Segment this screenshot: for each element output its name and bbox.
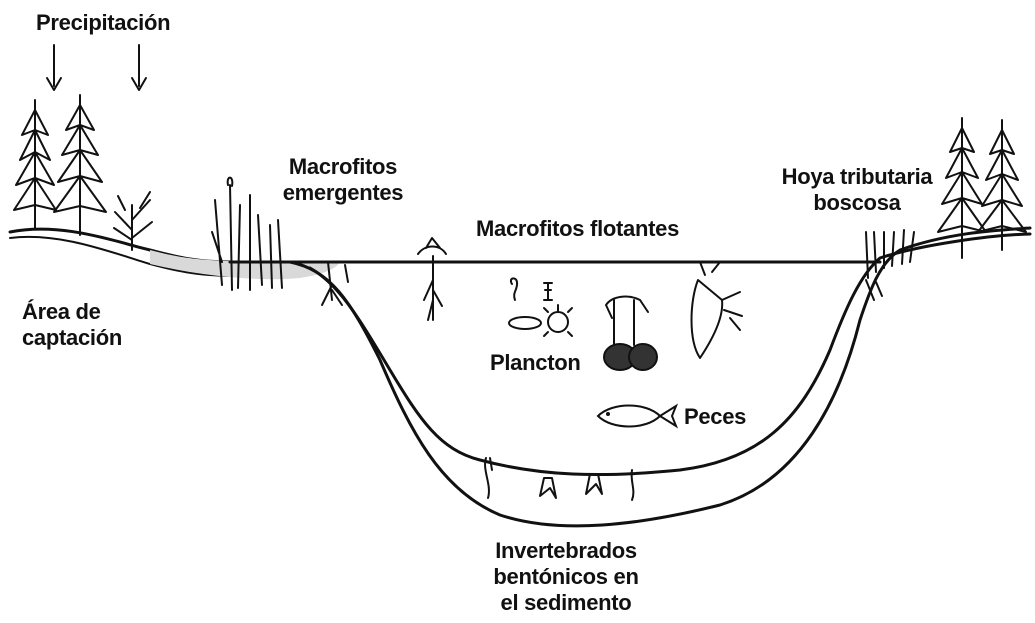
- emergent-label-line-1: Macrofitos: [288, 154, 398, 179]
- reed-icon: [211, 176, 283, 291]
- benthic-invertebrates-label: Invertebrados bentónicos en el sedimento: [466, 538, 666, 616]
- rain-arrow-icon: [46, 44, 62, 91]
- rain-arrow-icon: [131, 44, 147, 91]
- catchment-area-label: Área de captación: [22, 299, 122, 351]
- benthic-label-line-2: bentónicos en: [493, 564, 639, 589]
- precipitation-label: Precipitación: [36, 10, 171, 35]
- benthic-label-line-1: Invertebrados: [495, 538, 637, 563]
- emergent-macrophytes-label: Macrofitos emergentes: [268, 154, 418, 206]
- forested-catchment-label: Hoya tributaria boscosa: [762, 164, 952, 216]
- fish-icon: [596, 403, 679, 429]
- floating-plant-icon: [417, 237, 447, 321]
- conifer-tree-icon: [937, 117, 987, 259]
- plankton-icon: [508, 261, 743, 371]
- root-icon: [321, 261, 349, 306]
- conifer-tree-icon: [53, 94, 107, 236]
- benthic-invertebrate-icon: [484, 457, 635, 501]
- floating-macrophytes-label: Macrofitos flotantes: [476, 216, 680, 241]
- forested-label-line-2: boscosa: [813, 190, 901, 215]
- shrub-icon: [113, 191, 153, 251]
- forested-label-line-1: Hoya tributaria: [781, 164, 933, 189]
- fish-label: Peces: [684, 404, 747, 429]
- emergent-label-line-2: emergentes: [282, 180, 404, 205]
- sediment-layer-line: [308, 232, 1032, 477]
- catchment-terrain: [8, 227, 340, 280]
- plankton-label: Plancton: [490, 350, 581, 375]
- catchment-label-line-2: captación: [22, 325, 122, 350]
- catchment-label-line-1: Área de: [22, 299, 101, 324]
- reed-icon: [865, 229, 915, 301]
- benthic-label-line-3: el sedimento: [500, 590, 632, 615]
- conifer-tree-icon: [977, 119, 1027, 251]
- lake-basin-outline: [288, 226, 1032, 528]
- conifer-tree-icon: [13, 99, 57, 229]
